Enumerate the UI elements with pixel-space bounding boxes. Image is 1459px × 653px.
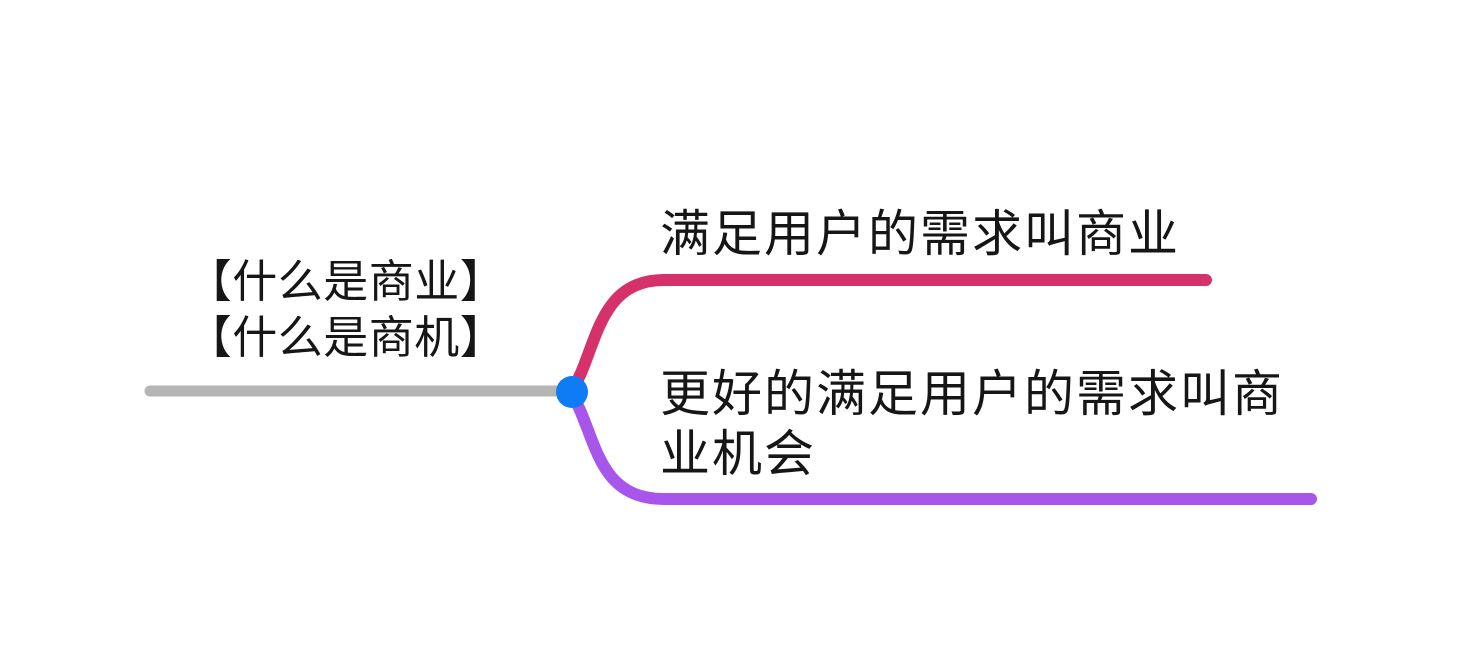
root-node-dot[interactable] <box>556 376 588 408</box>
branch-bottom-connector <box>566 388 1317 505</box>
branch-node-label-top[interactable]: 满足用户的需求叫商业 <box>660 206 1180 262</box>
branch-top-connector <box>566 274 1212 396</box>
branch-node-label-bottom[interactable]: 更好的满足用户的需求叫商业机会 <box>660 366 1284 482</box>
root-node-label[interactable]: 【什么是商业】 【什么是商机】 <box>186 256 506 363</box>
